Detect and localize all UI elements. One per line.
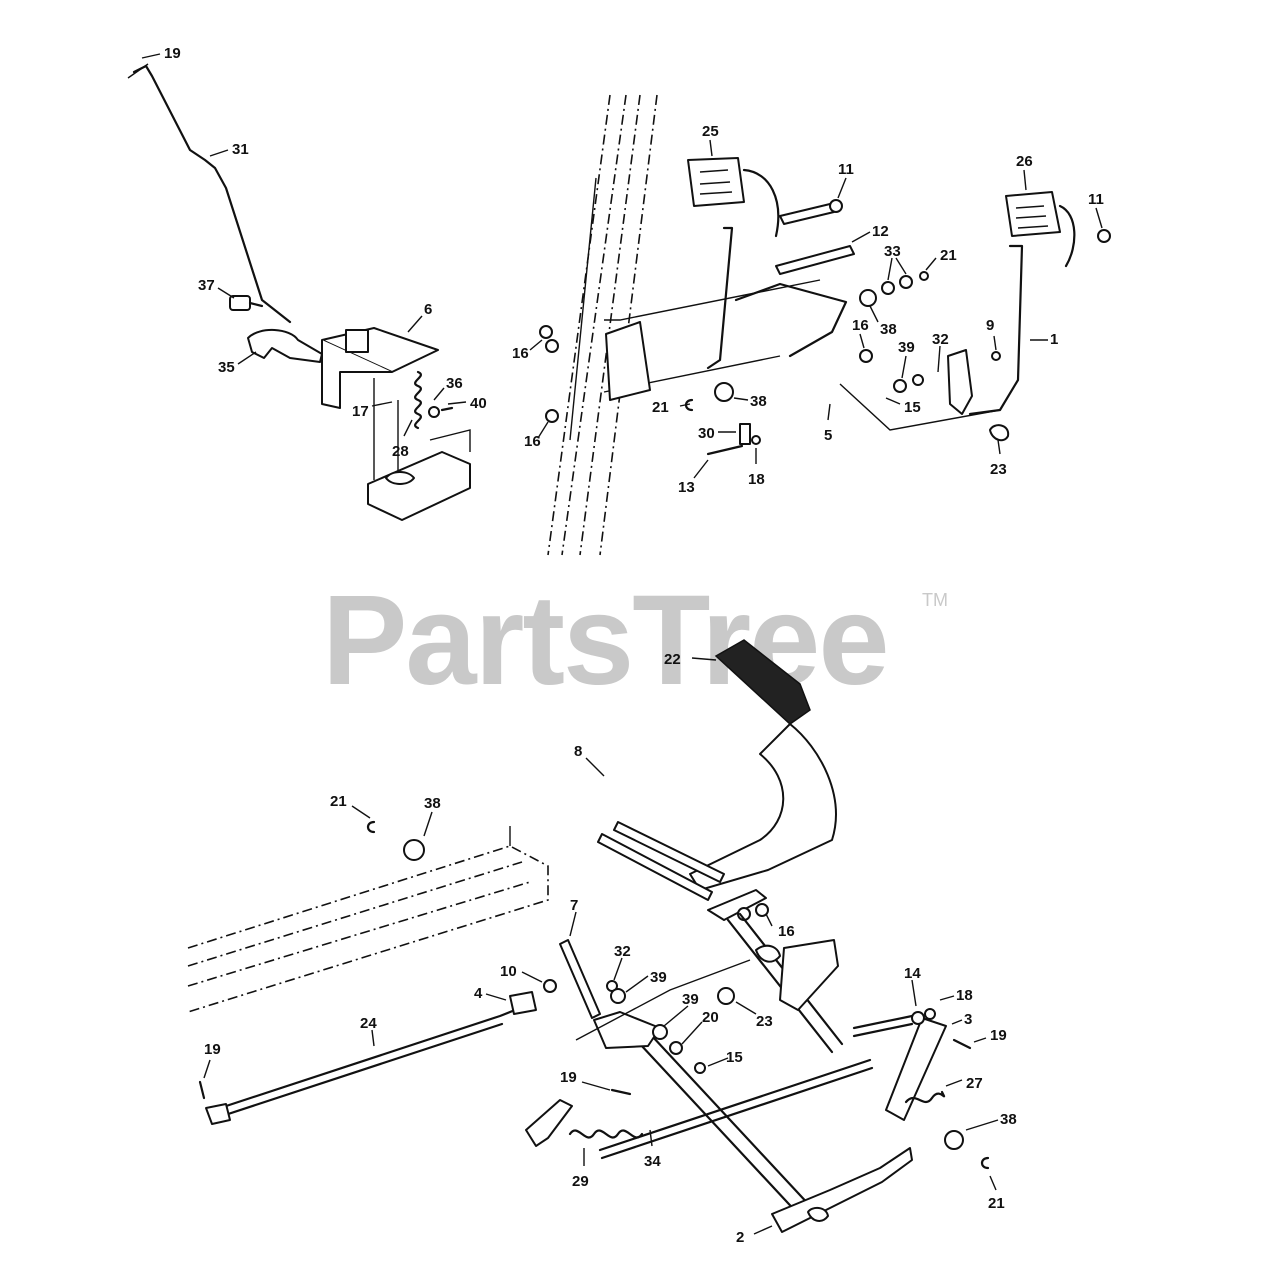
callout-5: 5 — [824, 427, 832, 444]
callout-33: 33 — [884, 243, 901, 260]
callout-21: 21 — [330, 793, 347, 810]
callout-14: 14 — [904, 965, 921, 982]
callout-24: 24 — [360, 1015, 377, 1032]
callout-10: 10 — [500, 963, 517, 980]
callout-21: 21 — [652, 399, 669, 416]
callout-38: 38 — [880, 321, 897, 338]
callout-16: 16 — [852, 317, 869, 334]
callout-22: 22 — [664, 651, 681, 668]
callout-11: 11 — [1088, 191, 1104, 208]
callout-20: 20 — [702, 1009, 719, 1026]
callout-23: 23 — [756, 1013, 773, 1030]
callout-16: 16 — [524, 433, 541, 450]
top-right-pedal-assembly — [539, 157, 1111, 456]
top-left-assembly — [127, 63, 471, 521]
callout-13: 13 — [678, 479, 695, 496]
callout-38: 38 — [424, 795, 441, 812]
bottom-frame-rail — [187, 826, 549, 1013]
callout-38: 38 — [1000, 1111, 1017, 1128]
callout-18: 18 — [956, 987, 973, 1004]
callout-7: 7 — [570, 897, 578, 914]
callout-29: 29 — [572, 1173, 589, 1190]
callout-4: 4 — [474, 985, 483, 1002]
callout-37: 37 — [198, 277, 215, 294]
callout-28: 28 — [392, 443, 409, 460]
callout-18: 18 — [748, 471, 765, 488]
callout-21: 21 — [940, 247, 957, 264]
callout-15: 15 — [726, 1049, 743, 1066]
callout-19: 19 — [204, 1041, 221, 1058]
callout-39: 39 — [650, 969, 667, 986]
bottom-lift-assembly — [198, 639, 990, 1233]
callout-19: 19 — [164, 45, 181, 62]
top-right-frame — [547, 94, 658, 556]
callout-2: 2 — [736, 1229, 744, 1246]
callout-19: 19 — [990, 1027, 1007, 1044]
callout-35: 35 — [218, 359, 235, 376]
callout-30: 30 — [698, 425, 715, 442]
callout-23: 23 — [990, 461, 1007, 478]
callout-21: 21 — [988, 1195, 1005, 1212]
callout-39: 39 — [898, 339, 915, 356]
callout-6: 6 — [424, 301, 432, 318]
callout-3: 3 — [964, 1011, 972, 1028]
callout-25: 25 — [702, 123, 719, 140]
callout-12: 12 — [872, 223, 889, 240]
callout-26: 26 — [1016, 153, 1033, 170]
callout-9: 9 — [986, 317, 994, 334]
callout-16: 16 — [512, 345, 529, 362]
callout-34: 34 — [644, 1153, 661, 1170]
callout-27: 27 — [966, 1075, 983, 1092]
callout-32: 32 — [614, 943, 631, 960]
callout-36: 36 — [446, 375, 463, 392]
callout-1: 1 — [1050, 331, 1058, 348]
callout-16: 16 — [778, 923, 795, 940]
callout-11: 11 — [838, 161, 854, 178]
callout-32: 32 — [932, 331, 949, 348]
callout-39: 39 — [682, 991, 699, 1008]
callouts: 19 31 37 6 35 36 40 17 28 25 11 26 11 12… — [141, 45, 1104, 1246]
callout-31: 31 — [232, 141, 249, 158]
callout-19: 19 — [560, 1069, 577, 1086]
callout-17: 17 — [352, 403, 369, 420]
callout-40: 40 — [470, 395, 487, 412]
callout-15: 15 — [904, 399, 921, 416]
callout-8: 8 — [574, 743, 582, 760]
watermark-trademark: TM — [922, 590, 948, 610]
callout-38: 38 — [750, 393, 767, 410]
